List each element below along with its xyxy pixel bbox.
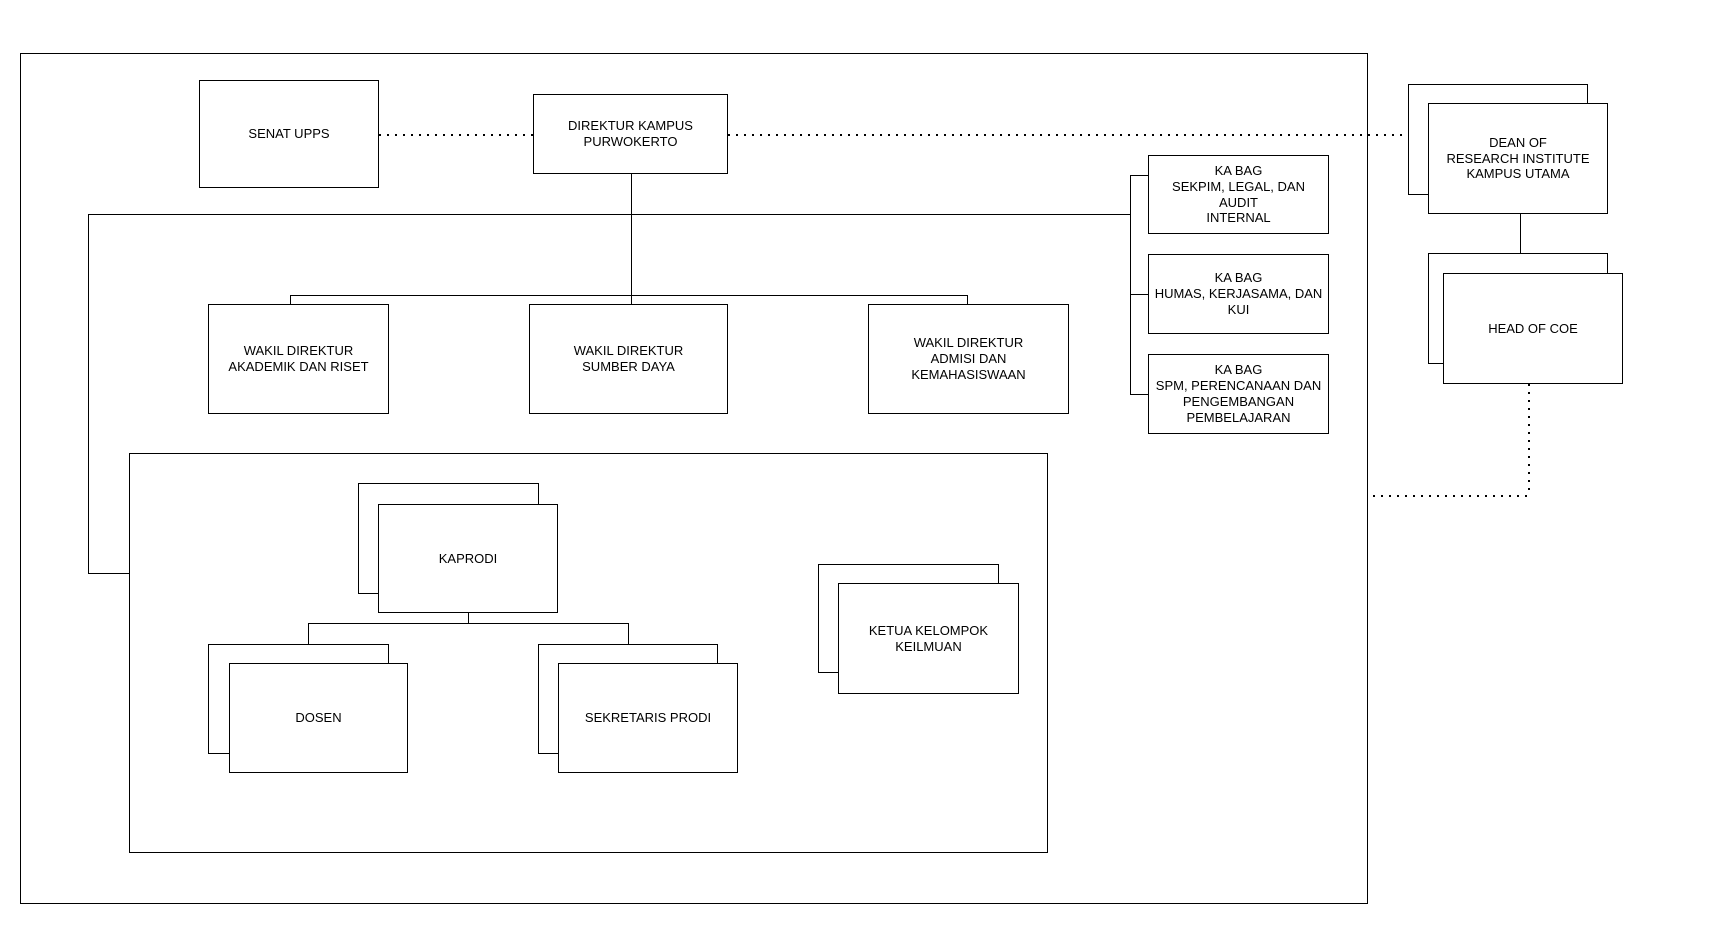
node-label: KETUA KELOMPOK KEILMUAN — [868, 622, 989, 654]
node-senat-upps: SENAT UPPS — [199, 80, 379, 188]
dotted-connector-direktur-dean — [728, 134, 1408, 136]
node-dosen: DOSEN — [229, 663, 408, 773]
dotted-connector-headcoe-down — [1528, 384, 1530, 496]
node-label: WAKIL DIREKTUR SUMBER DAYA — [573, 343, 684, 374]
node-ketua-kelompok-keilmuan: KETUA KELOMPOK KEILMUAN — [838, 583, 1019, 694]
connector-stub-kabag-sekpim — [1130, 175, 1148, 177]
node-wakil-direktur-sumber-daya: WAKIL DIREKTUR SUMBER DAYA — [529, 304, 728, 414]
connector-direktur-vertical — [631, 174, 633, 304]
node-kabag-sekpim-legal-audit: KA BAG SEKPIM, LEGAL, DAN AUDIT INTERNAL — [1148, 155, 1329, 234]
dotted-connector-senat-direktur — [379, 134, 533, 136]
node-label: WAKIL DIREKTUR AKADEMIK DAN RISET — [228, 343, 369, 374]
connector-wakil-row-horizontal — [290, 295, 967, 297]
node-kabag-spm-perencanaan: KA BAG SPM, PERENCANAAN DAN PENGEMBANGAN… — [1148, 354, 1329, 434]
node-kabag-humas-kerjasama-kui: KA BAG HUMAS, KERJASAMA, DAN KUI — [1148, 254, 1329, 334]
connector-left-feeder-vertical — [88, 214, 90, 573]
connector-stub-wakil-akademik — [290, 295, 292, 304]
node-label: DIREKTUR KAMPUS PURWOKERTO — [568, 118, 693, 149]
node-wakil-direktur-akademik-riset: WAKIL DIREKTUR AKADEMIK DAN RISET — [208, 304, 389, 414]
node-label: SENAT UPPS — [248, 126, 330, 142]
connector-kaprodi-children-horizontal — [308, 623, 628, 625]
node-dean-research-institute: DEAN OF RESEARCH INSTITUTE KAMPUS UTAMA — [1428, 103, 1608, 214]
node-label: KA BAG SPM, PERENCANAAN DAN PENGEMBANGAN… — [1155, 362, 1322, 425]
node-label: DOSEN — [295, 710, 342, 726]
connector-stub-kabag-humas — [1130, 294, 1148, 296]
node-direktur-kampus-purwokerto: DIREKTUR KAMPUS PURWOKERTO — [533, 94, 728, 174]
prodi-group-boundary-box — [129, 453, 1048, 853]
connector-direktur-feeder-horizontal — [88, 214, 1130, 216]
connector-stub-dosen — [308, 623, 310, 644]
node-kaprodi: KAPRODI — [378, 504, 558, 613]
node-label: KAPRODI — [438, 550, 498, 566]
outer-boundary-box — [20, 53, 1368, 904]
node-wakil-direktur-admisi-kemahasiswaan: WAKIL DIREKTUR ADMISI DAN KEMAHASISWAAN — [868, 304, 1069, 414]
connector-kaprodi-stub — [468, 613, 470, 623]
node-head-of-coe: HEAD OF COE — [1443, 273, 1623, 384]
node-label: SEKRETARIS PRODI — [584, 710, 712, 726]
node-sekretaris-prodi: SEKRETARIS PRODI — [558, 663, 738, 773]
connector-kabag-bracket-vertical — [1130, 175, 1132, 394]
node-label: HEAD OF COE — [1488, 320, 1578, 336]
connector-feeder-to-prodi-group — [88, 573, 129, 575]
connector-stub-wakil-admisi — [967, 295, 969, 304]
node-label: DEAN OF RESEARCH INSTITUTE KAMPUS UTAMA — [1446, 134, 1590, 182]
node-label: WAKIL DIREKTUR ADMISI DAN KEMAHASISWAAN — [911, 335, 1026, 382]
connector-dean-to-headcoe — [1520, 214, 1522, 253]
connector-stub-kabag-spm — [1130, 394, 1148, 396]
node-label: KA BAG SEKPIM, LEGAL, DAN AUDIT INTERNAL — [1172, 162, 1305, 226]
connector-stub-sekretaris — [628, 623, 630, 644]
dotted-connector-headcoe-to-boundary — [1373, 495, 1530, 497]
node-label: KA BAG HUMAS, KERJASAMA, DAN KUI — [1154, 270, 1323, 317]
